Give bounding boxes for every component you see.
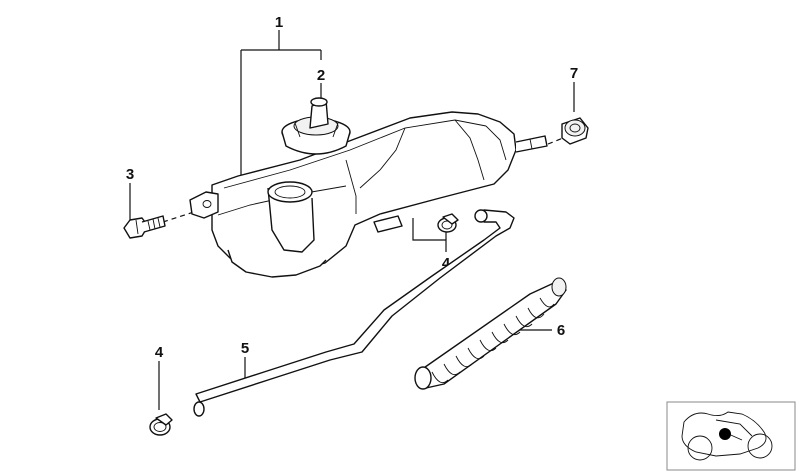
locator-thumbnail xyxy=(666,401,796,471)
hose-clamp-upper xyxy=(437,213,459,233)
callout-5: 5 xyxy=(241,340,249,357)
expansion-tank xyxy=(189,111,548,278)
callout-4-upper: 4 xyxy=(442,255,451,272)
tank-cap xyxy=(281,97,351,155)
protective-sleeve xyxy=(414,277,567,390)
leader-lines xyxy=(129,30,575,410)
location-marker-dot xyxy=(719,428,731,440)
callout-1: 1 xyxy=(275,14,283,31)
bolt xyxy=(123,215,166,239)
hose-clamp-lower xyxy=(149,413,173,436)
callout-6: 6 xyxy=(557,322,565,339)
callout-7: 7 xyxy=(570,65,578,82)
callout-3: 3 xyxy=(126,166,134,183)
coolant-hose xyxy=(193,209,515,417)
callout-4-lower: 4 xyxy=(155,344,164,361)
callout-labels: 1 2 3 4 4 5 6 7 xyxy=(126,14,578,361)
rubber-grommet xyxy=(561,117,589,145)
callout-2: 2 xyxy=(317,67,325,84)
